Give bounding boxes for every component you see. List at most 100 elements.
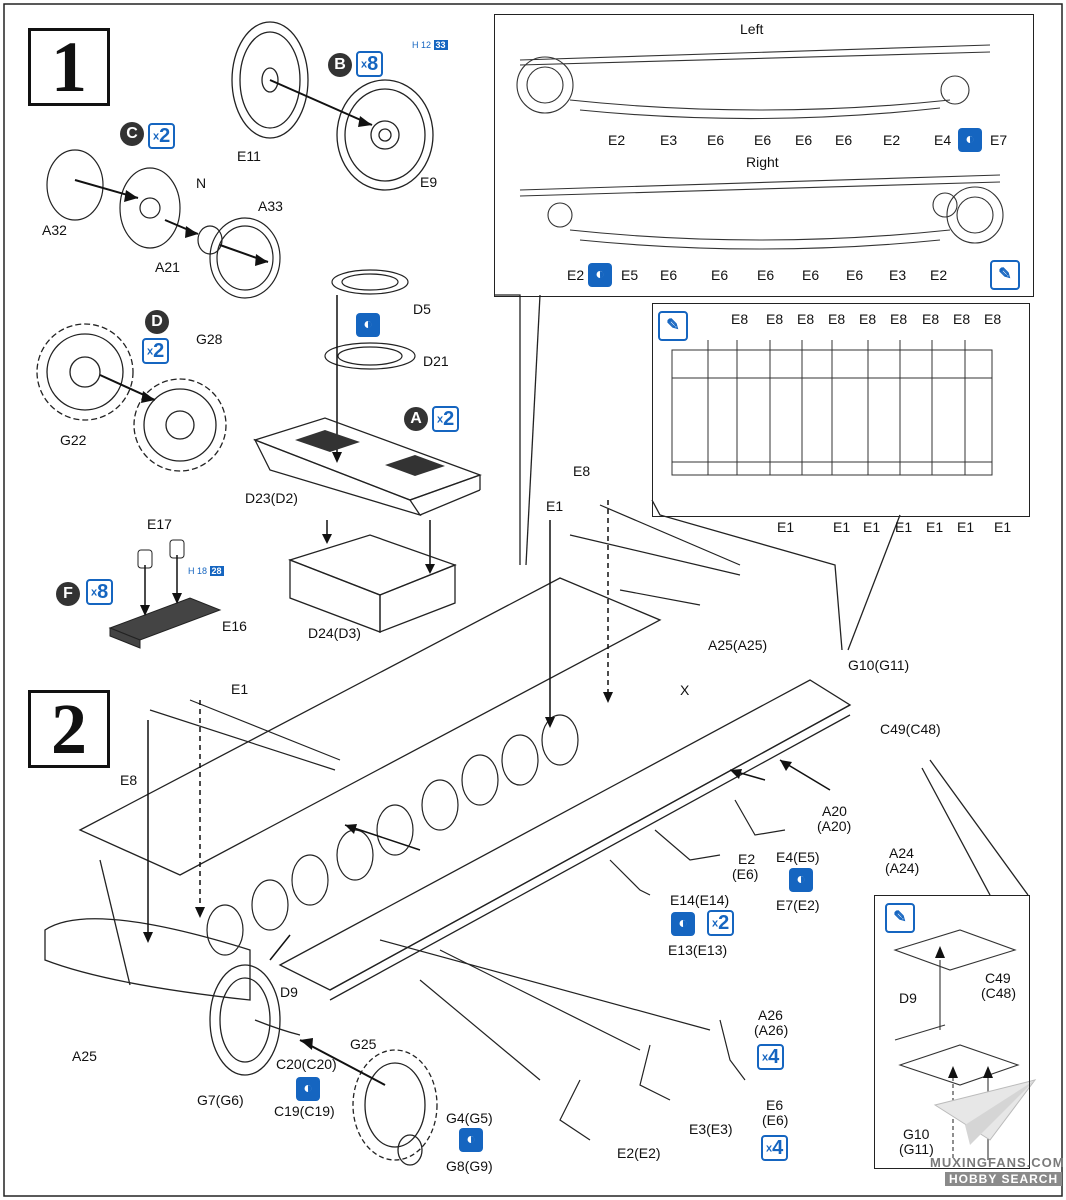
floor-inset-panel: [874, 895, 1030, 1169]
left-row-label-4: E6: [795, 132, 813, 148]
glue-icon-bar-panel: ✎: [658, 311, 688, 341]
road-wheel-e9: [336, 79, 434, 191]
swing-arms: [559, 799, 786, 1141]
bar-top-label-0: E8: [731, 311, 749, 327]
inset-sketch: [893, 929, 1020, 1160]
label-e11: E11: [237, 148, 261, 164]
badge-b-qty: x8: [356, 51, 384, 77]
label-e1-top: E1: [546, 498, 564, 514]
right-row-label-6: E6: [846, 267, 864, 283]
left-row-label-2: E6: [707, 132, 725, 148]
label-d9: D9: [280, 984, 298, 1000]
label-x: X: [680, 682, 690, 698]
left-suspension-sketch: [516, 44, 991, 120]
left-row-label-1: E3: [660, 132, 678, 148]
label-e2a: E2: [738, 851, 756, 867]
label-e6a: E6: [766, 1097, 784, 1113]
watermark-line-1: MUXINGFANS.COM: [930, 1155, 1065, 1170]
engine-grilles: [295, 430, 445, 476]
h-badge-2: H 18 28: [188, 566, 224, 576]
label-a25b: A25: [72, 1048, 97, 1064]
bar-top-label-6: E8: [922, 311, 940, 327]
bar-top-label-4: E8: [859, 311, 877, 327]
badge-a-letter: A: [404, 407, 428, 431]
bar-bottom-label-4: E1: [926, 519, 944, 535]
label-c49: C49(C48): [880, 721, 941, 737]
left-row-label-7: E4: [934, 132, 952, 148]
torsion-bars: [149, 504, 741, 1081]
right-suspension-sketch: [519, 174, 1004, 250]
right-row-label-0: E2: [567, 267, 585, 283]
drive-sprocket-g7: [209, 964, 301, 1076]
h-badge-1: H 12 33: [412, 40, 448, 50]
right-row-label-2: E6: [660, 267, 678, 283]
right-row-label-3: E6: [711, 267, 729, 283]
label-e17: E17: [147, 516, 172, 532]
inset-label-c49a: C49: [985, 970, 1011, 986]
inset-label-g10a: G10: [903, 1126, 930, 1142]
label-d21: D21: [423, 353, 449, 369]
glue-icon-inset: ✎: [885, 903, 915, 933]
left-row-label-6: E2: [883, 132, 901, 148]
step-1-box: 1: [28, 28, 110, 106]
bar-top-label-2: E8: [797, 311, 815, 327]
torsion-bar-detail-panel: [652, 303, 1030, 517]
bar-bottom-label-1: E1: [833, 519, 851, 535]
label-a20a: A20: [822, 803, 847, 819]
badge-d-letter: D: [145, 310, 169, 334]
label-g7: G7(G6): [197, 1092, 244, 1108]
final-drive-g4: [352, 1049, 438, 1166]
step-2-box: 2: [28, 690, 110, 768]
label-e8-top: E8: [573, 463, 591, 479]
right-row-label-7: E3: [889, 267, 907, 283]
left-side-title: Left: [740, 21, 764, 37]
label-d5: D5: [413, 301, 431, 317]
label-e7: E7(E2): [776, 897, 820, 913]
label-g4: G4(G5): [446, 1110, 493, 1126]
assembly-arrows: [147, 500, 831, 961]
label-e3: E3(E3): [689, 1121, 733, 1137]
idler-parts: [46, 149, 281, 299]
label-g25: G25: [350, 1036, 377, 1052]
track-links-e16: [108, 539, 222, 649]
arrowheads: [143, 692, 792, 943]
glue-icon-top-panel: ✎: [990, 260, 1020, 290]
label-a32: A32: [42, 222, 67, 238]
label-a24a: A24: [889, 845, 914, 861]
watermark-line-2: HOBBY SEARCH: [945, 1172, 1063, 1186]
badge-f-letter: F: [56, 582, 80, 606]
inset-label-d9: D9: [899, 990, 917, 1006]
flip-symbol-icon-c19: ◐: [296, 1077, 320, 1101]
label-a33: A33: [258, 198, 283, 214]
inset-label-c49b: (C48): [981, 985, 1017, 1001]
label-a26a: A26: [758, 1007, 783, 1023]
qty-badge-a26: x4: [757, 1044, 785, 1070]
label-n: N: [196, 175, 207, 191]
label-e8-left: E8: [120, 772, 138, 788]
left-row-label-0: E2: [608, 132, 626, 148]
label-e13: E13(E13): [668, 942, 728, 958]
bar-bottom-label-0: E1: [777, 519, 795, 535]
label-e6b: (E6): [762, 1112, 789, 1128]
badge-c-qty: x2: [148, 123, 176, 149]
label-c19: C19(C19): [274, 1103, 335, 1119]
bar-top-label-8: E8: [984, 311, 1002, 327]
inset-label-g10b: (G11): [899, 1141, 934, 1157]
hull-block-d24: [288, 534, 457, 633]
label-e2e2: E2(E2): [617, 1145, 661, 1161]
badge-c-letter: C: [120, 122, 144, 146]
label-e1-left: E1: [231, 681, 249, 697]
left-row-label-3: E6: [754, 132, 772, 148]
badge-f-qty: x8: [86, 579, 114, 605]
label-a20b: (A20): [817, 818, 852, 834]
badge-d-qty: x2: [142, 338, 170, 364]
label-d24: D24(D3): [308, 625, 361, 641]
bar-top-label-3: E8: [828, 311, 846, 327]
label-c20: C20(C20): [276, 1056, 337, 1072]
flip-symbol-icon-e7: ◐: [958, 128, 982, 152]
right-row-label-1: E5: [621, 267, 639, 283]
right-row-label-8: E2: [930, 267, 948, 283]
label-a25a: A25(A25): [708, 637, 768, 653]
flip-symbol-icon-e7e2: ◐: [789, 868, 813, 892]
